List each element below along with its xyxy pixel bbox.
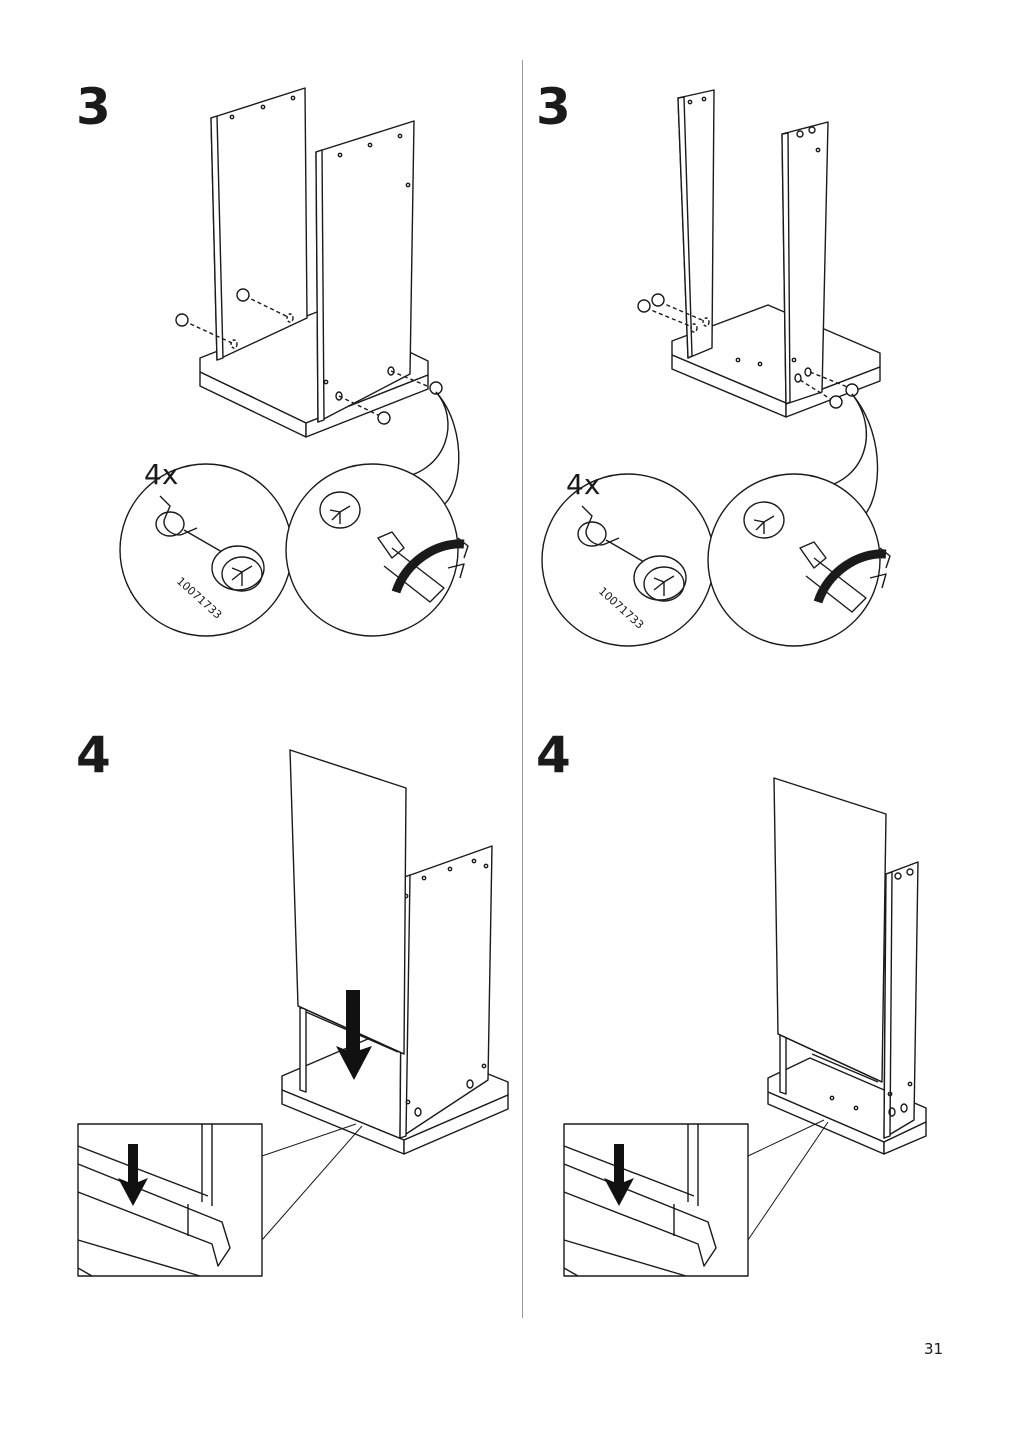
- step4-left-assembly: [261, 749, 509, 1241]
- page-number: 31: [924, 1340, 944, 1358]
- step3-right-assembly: [637, 89, 881, 521]
- step4-left-detail-box: [77, 1123, 263, 1277]
- step4-right-detail-box: [563, 1123, 749, 1277]
- step3-left-detail-bubbles: [119, 463, 469, 637]
- step4-right-assembly: [747, 777, 927, 1241]
- column-divider: [522, 60, 523, 1318]
- step-number: 3: [76, 78, 111, 136]
- step3-left-assembly: [175, 87, 460, 509]
- step-number: 4: [76, 726, 111, 784]
- step-number: 3: [536, 78, 571, 136]
- quantity-label: 4x: [144, 458, 178, 491]
- step-number: 4: [536, 726, 571, 784]
- quantity-label: 4x: [566, 468, 600, 501]
- step3-right-detail-bubbles: [541, 473, 891, 647]
